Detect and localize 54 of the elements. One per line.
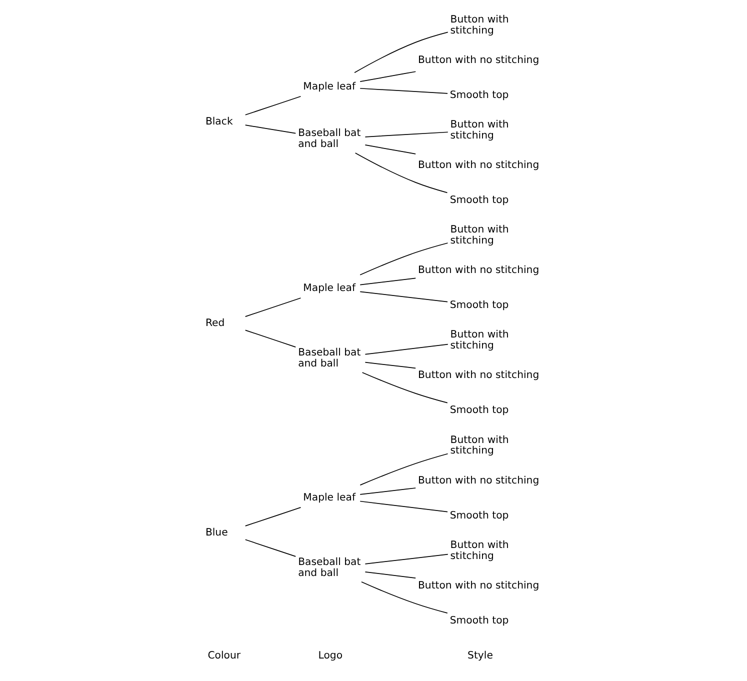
connector xyxy=(359,291,448,302)
connector xyxy=(364,554,448,564)
node-text: Maple leaf xyxy=(302,492,356,504)
connector xyxy=(354,32,448,74)
connector xyxy=(364,362,416,369)
label: Style xyxy=(467,650,492,662)
connector xyxy=(359,71,416,82)
connector xyxy=(364,132,448,138)
node-text: Baseball bat and ball xyxy=(298,128,360,150)
connector xyxy=(359,453,448,486)
node-text: Maple leaf xyxy=(302,81,356,92)
connector xyxy=(359,488,416,495)
node-text: Maple leaf xyxy=(302,282,356,294)
node-text: Button with no stitching xyxy=(417,580,539,592)
connector xyxy=(359,278,416,286)
label: Logo xyxy=(318,650,342,662)
node-text: Button with no stitching xyxy=(417,54,539,66)
connector xyxy=(244,124,296,134)
connector xyxy=(359,88,448,94)
node-text: Button with no stitching xyxy=(417,265,539,276)
node-text: Button with stitching xyxy=(450,119,508,142)
node-text: Smooth top xyxy=(449,510,508,522)
connector xyxy=(359,242,448,276)
connector xyxy=(364,344,448,355)
node-text: Baseball bat and ball xyxy=(298,348,360,370)
label: Colour xyxy=(207,650,240,662)
node-text: Button with stitching xyxy=(450,14,508,36)
connector xyxy=(244,539,296,557)
node-text: Smooth top xyxy=(449,615,508,626)
connector xyxy=(364,572,416,578)
connector xyxy=(244,507,301,526)
node-text: Button with no stitching xyxy=(417,370,539,382)
node-text: Button with stitching xyxy=(450,540,508,562)
connector xyxy=(244,330,296,348)
connector xyxy=(354,152,448,194)
connector xyxy=(361,372,448,404)
node-text: Blue xyxy=(204,527,228,538)
node-text: Red xyxy=(204,318,224,330)
node-text: Button with stitching xyxy=(450,330,508,352)
node-text: Button with no stitching xyxy=(417,160,539,171)
connector xyxy=(244,298,301,317)
node-text: Button with stitching xyxy=(450,224,508,246)
node-text: Smooth top xyxy=(449,300,508,312)
connector xyxy=(364,144,416,154)
connector xyxy=(244,96,301,116)
node-text: Smooth top xyxy=(449,90,508,101)
connector xyxy=(359,500,448,512)
node-text: Black xyxy=(204,116,232,128)
node-text: Button with no stitching xyxy=(417,475,539,486)
node-text: Button with stitching xyxy=(450,434,508,457)
node-text: Smooth top xyxy=(449,405,508,416)
connector xyxy=(360,581,448,614)
node-text: Smooth top xyxy=(449,195,508,206)
node-text: Baseball bat and ball xyxy=(298,557,360,579)
